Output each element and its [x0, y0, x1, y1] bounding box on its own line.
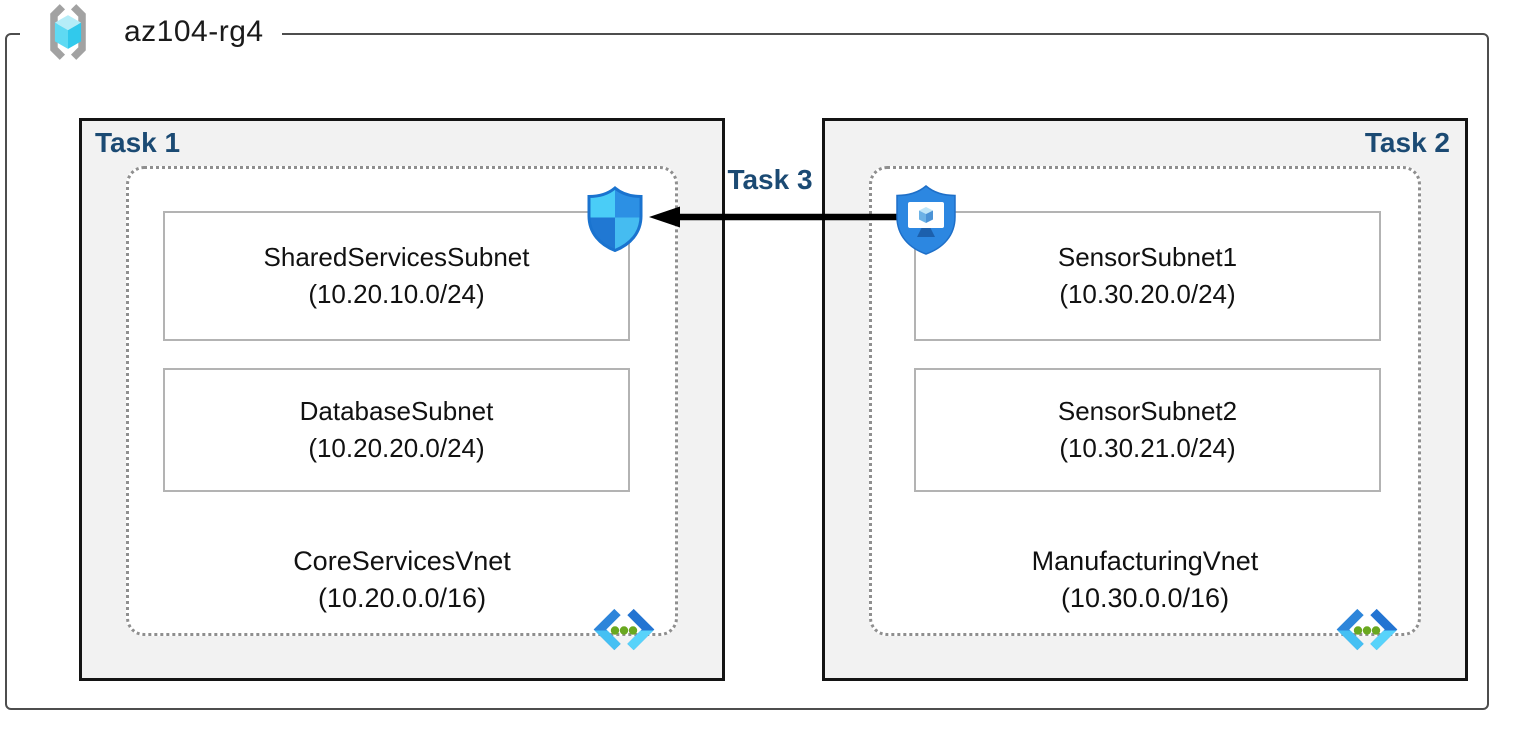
virtual-network-icon	[1336, 608, 1398, 651]
task1-label: Task 1	[95, 127, 181, 158]
subnet-name: SensorSubnet1	[1057, 242, 1238, 272]
subnet-cidr: (10.30.21.0/24)	[1059, 433, 1236, 463]
core-services-vnet-container: SharedServicesSubnet (10.20.10.0/24) Dat…	[126, 166, 678, 651]
vnet-cidr: (10.20.0.0/16)	[317, 583, 487, 613]
sensor-subnet1-box: SensorSubnet1 (10.30.20.0/24)	[914, 211, 1381, 341]
security-shield-icon	[587, 186, 643, 252]
connection-arrow	[649, 206, 898, 228]
task1-box: Task 1 SharedServicesSubnet (10.20.10.0/…	[79, 118, 725, 681]
resource-group-frame	[5, 33, 1489, 710]
virtual-network-icon	[593, 608, 655, 651]
subnet-name: SensorSubnet2	[1057, 396, 1238, 426]
subnet-name: DatabaseSubnet	[299, 396, 494, 426]
vnet-name: CoreServicesVnet	[293, 546, 511, 576]
subnet-name: SharedServicesSubnet	[263, 242, 530, 272]
shared-services-subnet-box: SharedServicesSubnet (10.20.10.0/24)	[163, 211, 630, 341]
core-services-vnet-label: CoreServicesVnet (10.20.0.0/16)	[129, 543, 675, 617]
defender-monitor-shield-icon	[896, 185, 956, 255]
subnet-cidr: (10.20.20.0/24)	[308, 433, 485, 463]
subnet-cidr: (10.20.10.0/24)	[308, 279, 485, 309]
resource-group-icon	[50, 4, 86, 60]
manufacturing-vnet-label: ManufacturingVnet (10.30.0.0/16)	[872, 543, 1418, 617]
resource-group-header: az104-rg4	[20, 0, 282, 64]
task3-label: Task 3	[727, 164, 813, 195]
subnet-cidr: (10.30.20.0/24)	[1059, 279, 1236, 309]
vnet-cidr: (10.30.0.0/16)	[1060, 583, 1230, 613]
task2-box: Task 2 SensorSubnet1 (10.30.20.0/24) Sen…	[822, 118, 1468, 681]
database-subnet-box: DatabaseSubnet (10.20.20.0/24)	[163, 368, 630, 492]
sensor-subnet2-box: SensorSubnet2 (10.30.21.0/24)	[914, 368, 1381, 492]
resource-group-label: az104-rg4	[124, 15, 264, 48]
task2-label: Task 2	[1364, 127, 1450, 158]
vnet-name: ManufacturingVnet	[1031, 546, 1259, 576]
manufacturing-vnet-container: SensorSubnet1 (10.30.20.0/24) SensorSubn…	[869, 166, 1421, 651]
